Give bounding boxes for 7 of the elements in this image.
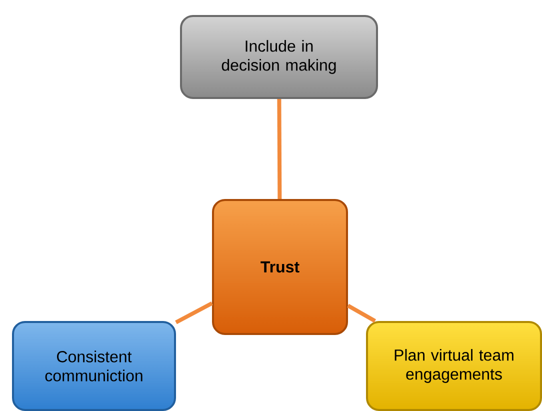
connector-line	[347, 304, 376, 323]
center-box: Trust	[212, 199, 348, 335]
process-box: Plan virtual team engagements	[366, 321, 542, 411]
connector-line	[175, 301, 213, 324]
connector-line	[277, 98, 282, 199]
process-box: Include in decision making	[180, 15, 378, 99]
process-box: Consistent communiction	[12, 321, 176, 411]
